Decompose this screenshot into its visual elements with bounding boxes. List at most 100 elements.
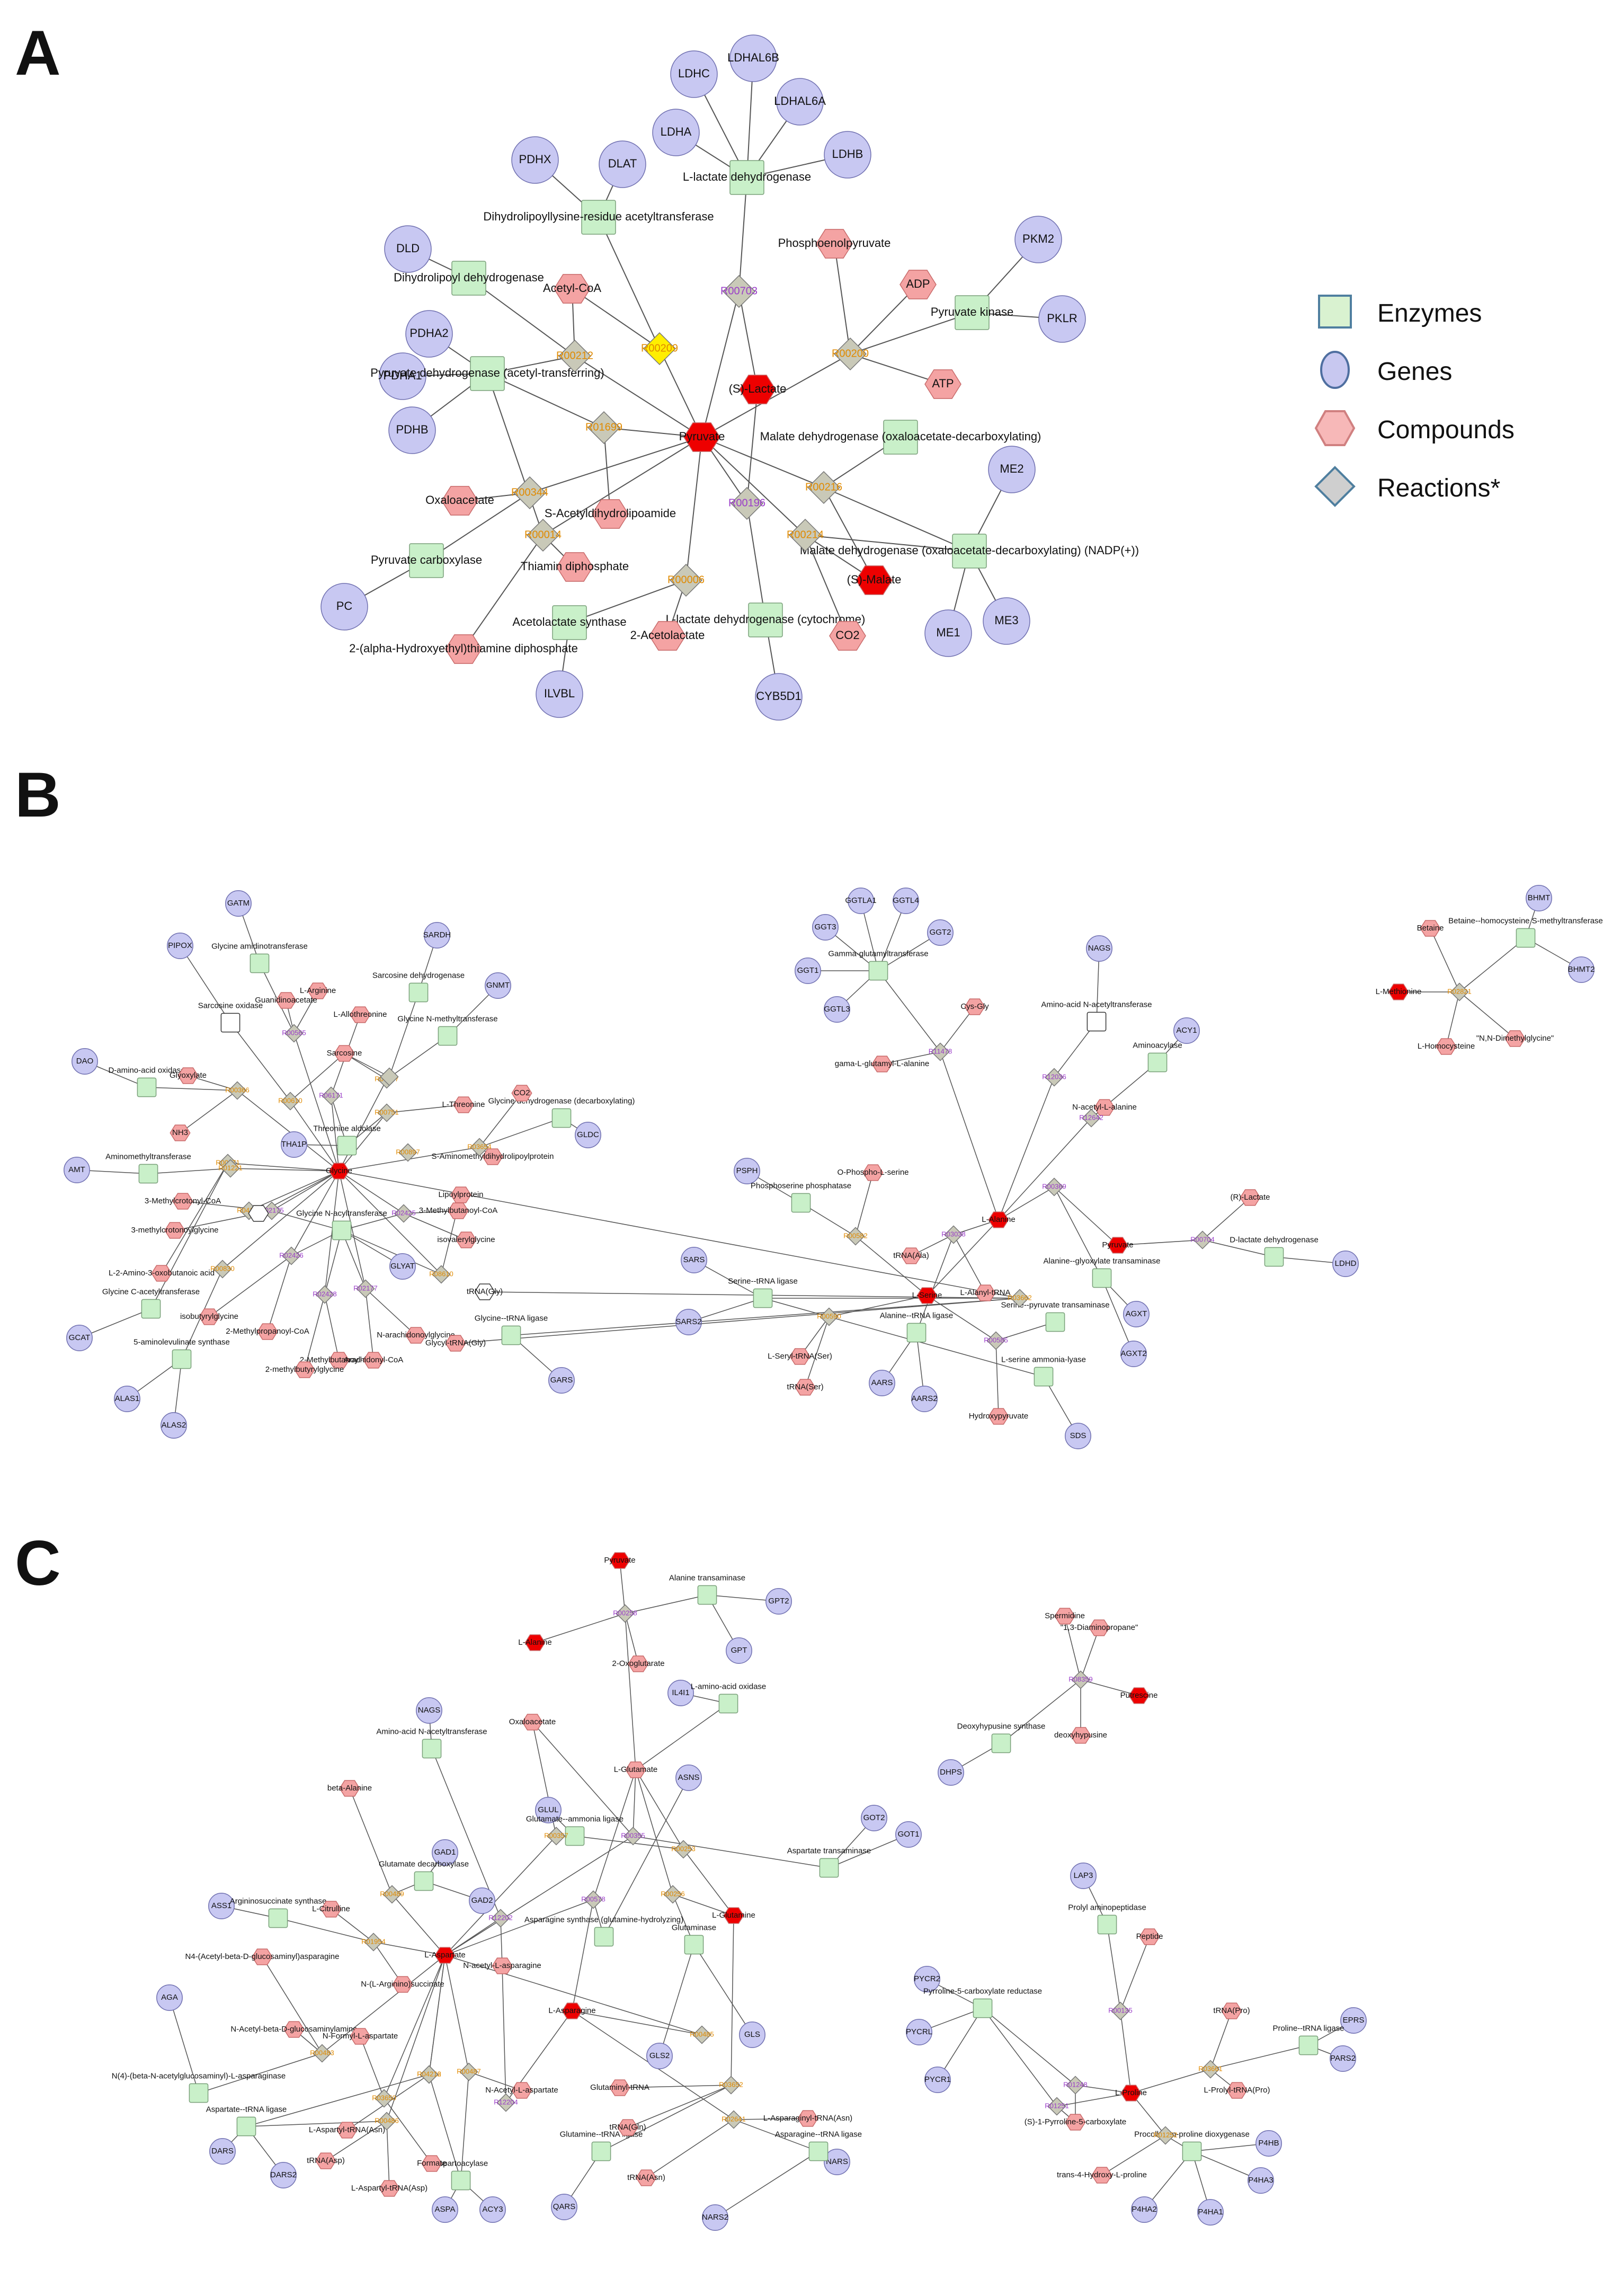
edge-cp5cr-cr01248	[982, 2008, 1076, 2086]
gene-node-sars: SARS	[681, 1247, 707, 1273]
reaction-node-r01251: R01251	[1045, 2097, 1069, 2116]
enzyme-node-sarcosine-dehydrogenase: Sarcosine dehydrogenase	[372, 971, 465, 1003]
gene-node-p4ha2: P4HA2	[1131, 2196, 1157, 2223]
compound-label: Formate	[417, 2159, 447, 2168]
gene-node-psph: PSPH	[734, 1158, 760, 1184]
gene-ellipse	[64, 1157, 90, 1183]
enzyme-node-proline-trna-ligase: Proline--tRNA ligase	[1272, 2024, 1344, 2055]
enzyme-node-aminoacylase: Aminoacylase	[1133, 1041, 1182, 1072]
compound-hexagon	[445, 1335, 466, 1352]
gene-ellipse	[424, 922, 450, 948]
enzyme-square	[991, 1733, 1011, 1753]
gene-ellipse	[983, 597, 1030, 645]
enzyme-label: D-amino-acid oxidase	[108, 1066, 185, 1075]
compound-node-n-acetyl-l-asparagine: N-acetyl-L-asparagine	[463, 1957, 541, 1974]
compound-hexagon	[1091, 2167, 1112, 2184]
gene-ellipse-icon	[1320, 351, 1350, 389]
compound-hexagon	[829, 621, 866, 651]
enzyme-label: Pyruvate carboxylase	[371, 553, 482, 566]
enzyme-node-pyrroline-5-carboxylate-reductase: Pyrroline-5-carboxylate reductase	[923, 1987, 1042, 2018]
compound-hexagon	[975, 1284, 996, 1301]
reaction-node-r00489: R00489	[380, 1885, 404, 1904]
enzyme-square	[138, 1164, 158, 1184]
compound-hexagon	[625, 1761, 646, 1778]
compound-label: Oxaloacetate	[425, 493, 494, 507]
reaction-node-r03038: R03038	[941, 1225, 966, 1244]
enzyme-square	[1182, 2141, 1202, 2161]
enzyme-square	[451, 2170, 471, 2191]
compound-hexagon	[988, 1211, 1009, 1228]
gene-label: PSPH	[736, 1166, 758, 1175]
reaction-label: R01251	[1045, 2102, 1069, 2109]
enzyme-square	[955, 295, 990, 330]
enzyme-node-aspartate-trna-ligase: Aspartate--tRNA ligase	[206, 2105, 287, 2137]
compound-node-trna-asp: tRNA(Asp)	[307, 2152, 345, 2169]
gene-label: GGTLA1	[845, 896, 876, 905]
enzyme-label: Dihydrolipoyl dehydrogenase	[394, 271, 544, 284]
edge-br00582-ops	[855, 1172, 874, 1237]
edge-gls2-cgls	[659, 1944, 694, 2056]
edge-bdaao-br00366	[146, 1087, 238, 1091]
compound-label: L-Prolyl-tRNA(Pro)	[1204, 2086, 1270, 2095]
compound-node-1-3-diaminopropane: "1,3-Diaminopropane"	[1061, 1619, 1138, 1636]
reaction-label: R00578	[581, 1895, 605, 1903]
compound-label: L-Aspartyl-tRNA(Asp)	[351, 2184, 428, 2193]
reaction-label: R08359	[1068, 1675, 1093, 1683]
enzyme-node-glutaminase: Glutaminase	[672, 1923, 716, 1955]
gene-label: IL4I1	[672, 1688, 689, 1697]
edge-cr00258-cpyr	[619, 1560, 626, 1614]
enzyme-label: Glutamate decarboxylase	[379, 1859, 469, 1868]
compound-node-l-alanine: L-Alanine	[982, 1211, 1016, 1228]
reaction-node-r00014: R00014	[524, 518, 562, 552]
reaction-diamond	[1066, 2076, 1085, 2095]
reaction-diamond	[420, 2065, 439, 2084]
reaction-label: R00135	[1108, 2006, 1133, 2014]
reaction-node-r00582: R00582	[843, 1227, 868, 1246]
edge-cr00486-ctrnaasp	[325, 2121, 387, 2161]
edge-cr12204-cnacasn	[502, 1965, 506, 2103]
gene-ellipse	[670, 50, 718, 98]
compound-hexagon	[628, 1655, 649, 1672]
enzyme-square	[883, 420, 918, 455]
enzyme-label: Pyruvate kinase	[931, 305, 1014, 318]
edge-epk-r00200	[850, 312, 973, 354]
reaction-diamond	[788, 518, 822, 552]
edge-br00367-gly	[339, 1079, 387, 1172]
enzyme-node-procollagen-proline-dioxygenase: Procollagen-proline dioxygenase	[1134, 2130, 1250, 2161]
gene-label: GNMT	[486, 981, 510, 990]
gene-node-glul: GLUL	[535, 1797, 562, 1823]
enzyme-label: Amino-acid N-acetyltransferase	[1041, 1000, 1152, 1009]
gene-ellipse	[1173, 1017, 1200, 1044]
reaction-diamond	[398, 1143, 417, 1162]
edge-emdh2-r00214	[805, 535, 970, 552]
edge-br00366-nh3	[180, 1090, 238, 1133]
compound-hexagon	[1226, 2082, 1248, 2099]
compound-hexagon	[649, 621, 686, 651]
reaction-node-r02428: R02428	[313, 1285, 337, 1304]
reaction-label: R00212	[556, 350, 593, 361]
gene-ellipse	[1070, 1863, 1097, 1889]
gene-ellipse	[432, 2196, 458, 2223]
compound-node-isobutyrylglycine: isobutyrylglycine	[180, 1308, 238, 1325]
gene-ellipse	[575, 1122, 601, 1148]
gene-ellipse	[432, 1839, 458, 1866]
gene-node-qars: QARS	[551, 2194, 577, 2220]
gene-ellipse	[66, 1325, 93, 1351]
edge-cr08359-cspd	[1064, 1616, 1081, 1680]
gene-ellipse	[379, 352, 426, 400]
compound-hexagon	[609, 2079, 630, 2096]
reaction-node-r00585: R00585	[984, 1331, 1008, 1350]
gene-node-ldhd: LDHD	[1332, 1251, 1359, 1277]
gene-node-eprs: EPRS	[1340, 2007, 1367, 2034]
edge-cdrs-cr00486	[246, 2121, 387, 2127]
reaction-label: R03650	[372, 2094, 396, 2102]
gene-node-pars2: PARS2	[1330, 2045, 1356, 2072]
edge-r00209-accoa	[572, 288, 660, 349]
edge-r00703-pyruvate	[701, 291, 740, 438]
compound-hexagon	[177, 1067, 199, 1084]
gene-node-dhps: DHPS	[938, 1759, 964, 1786]
reaction-label: R00485	[690, 2030, 714, 2038]
gene-node-gldc: GLDC	[575, 1122, 601, 1148]
edge-br00582-lser	[855, 1236, 928, 1296]
compound-label: tRNA(Ser)	[787, 1382, 823, 1391]
